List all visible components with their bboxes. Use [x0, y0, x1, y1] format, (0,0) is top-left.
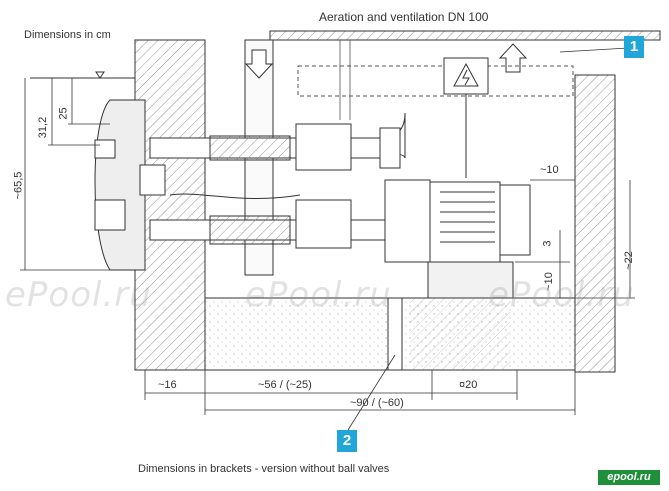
- warning-electric-icon: [453, 62, 479, 87]
- drain-channel: [387, 297, 403, 371]
- left-dimension-lines: [20, 78, 110, 271]
- arrow-up-icon: [498, 43, 528, 73]
- callout-1-leader: [559, 47, 629, 53]
- right-wall: [574, 74, 616, 373]
- units-label: Dimensions in cm: [24, 29, 111, 41]
- dim-22: ~22: [622, 251, 635, 270]
- counter-current-unit: [94, 99, 166, 271]
- control-dashed: [297, 65, 574, 97]
- brand-logo: epool.ru: [598, 470, 660, 485]
- water-level-icon: [30, 71, 135, 79]
- diagram-title: Aeration and ventilation DN 100: [319, 10, 489, 24]
- dim-25: 25: [57, 107, 70, 120]
- dim-56: ~56 / (~25): [258, 379, 312, 391]
- dim-65-5: ~65,5: [12, 171, 25, 200]
- callout-2-leader: [347, 354, 396, 431]
- floor-hatch: [410, 298, 510, 370]
- lower-pipe: [149, 199, 391, 249]
- watermark-1: ePool.ru: [5, 275, 152, 315]
- right-dimension-lines: [515, 179, 635, 299]
- bottom-dimension-lines: [144, 370, 576, 415]
- callout-1: 1: [624, 36, 644, 58]
- ceiling-slab: [269, 30, 661, 41]
- dim-20: ¤20: [459, 379, 478, 391]
- dim-10-top: ~10: [540, 164, 559, 176]
- pump-unit: [384, 179, 531, 263]
- dim-3: 3: [541, 240, 554, 247]
- watermark-3: ePool.ru: [488, 275, 635, 315]
- pool-wall: [134, 39, 206, 371]
- arrow-down-icon: [244, 49, 274, 79]
- upper-pipe: [149, 112, 406, 171]
- pump-base: [427, 261, 514, 299]
- footnote: Dimensions in brackets - version without…: [138, 463, 390, 475]
- dim-31-2: 31,2: [37, 116, 50, 139]
- callout-2: 2: [337, 430, 357, 452]
- watermark-2: ePool.ru: [245, 275, 392, 315]
- cable-loop: [169, 193, 301, 200]
- dim-90: ~90 / (~60): [350, 397, 404, 409]
- dim-16: ~16: [158, 379, 177, 391]
